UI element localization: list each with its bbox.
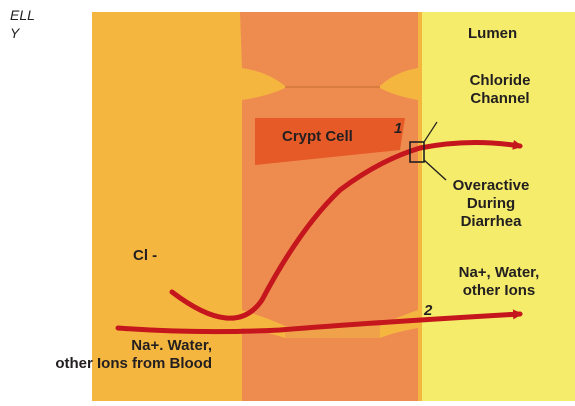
overactive-line-1: Overactive [446, 177, 536, 195]
upper-tight-junction [285, 86, 380, 88]
chloride-channel-line-2: Channel [460, 90, 540, 108]
lumen-label: Lumen [468, 25, 517, 43]
overactive-label: Overactive During Diarrhea [446, 177, 536, 231]
blood-ions-label: Na+. Water, other Ions from Blood [10, 337, 212, 373]
heading-fragment-2: Y [10, 24, 19, 42]
blood-ions-line-1: Na+. Water, [10, 337, 212, 355]
chloride-channel-label: Chloride Channel [460, 72, 540, 108]
upper-cell [240, 12, 418, 86]
path-number-1: 1 [394, 120, 402, 137]
lumen-ions-line-2: other Ions [444, 282, 554, 300]
overactive-line-2: During [446, 195, 536, 213]
path-number-2: 2 [424, 302, 432, 319]
blood-ions-line-2: other Ions from Blood [10, 355, 212, 373]
heading-fragment-1: ELL [10, 6, 35, 24]
lumen-ions-line-1: Na+, Water, [444, 264, 554, 282]
lower-cell [242, 328, 418, 401]
crypt-cell-label: Crypt Cell [282, 128, 353, 146]
overactive-line-3: Diarrhea [446, 213, 536, 231]
lumen-ions-label: Na+, Water, other Ions [444, 264, 554, 300]
chloride-channel-line-1: Chloride [460, 72, 540, 90]
chloride-ion-label: Cl - [133, 247, 157, 265]
